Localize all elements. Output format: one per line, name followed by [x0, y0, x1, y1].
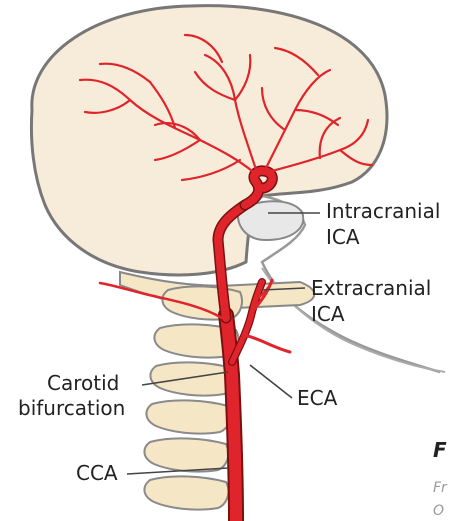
label-cca: CCA — [76, 461, 118, 485]
label-intracranial-ica-line2: ICA — [326, 225, 360, 249]
caption-fragment-2: O — [433, 503, 444, 519]
label-extracranial-ica-line2: ICA — [311, 302, 345, 326]
vertebra-5 — [144, 438, 228, 471]
leader-eca — [250, 365, 292, 398]
label-extracranial-ica-line1: Extracranial — [311, 276, 431, 300]
eca-branch — [248, 336, 290, 352]
vertebra-3 — [150, 362, 234, 395]
label-carotid-bifurcation-line1: Carotid — [47, 371, 119, 395]
vertebra-6 — [144, 476, 228, 509]
label-intracranial-ica-line1: Intracranial — [326, 199, 440, 223]
label-eca: ECA — [297, 386, 337, 410]
vertebra-4 — [146, 400, 230, 433]
figure-heading-fragment: F — [433, 438, 447, 462]
caption-fragment-1: Fr — [433, 480, 447, 496]
label-carotid-bifurcation-line2: bifurcation — [18, 396, 125, 420]
